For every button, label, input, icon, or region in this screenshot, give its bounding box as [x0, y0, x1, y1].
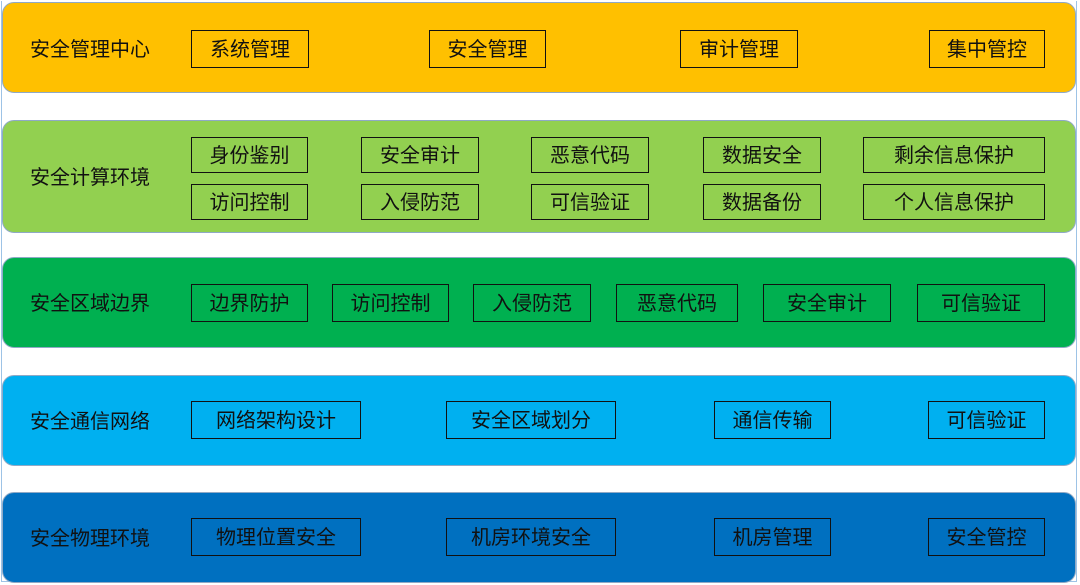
layer-security-communication-network: 安全通信网络 网络架构设计 安全区域划分 通信传输 可信验证 [2, 375, 1076, 466]
layer-security-management-center: 安全管理中心 系统管理 安全管理 审计管理 集中管控 [2, 2, 1076, 93]
item-intrusion-prevention: 入侵防范 [473, 284, 591, 322]
item-security-management: 安全管理 [429, 30, 546, 68]
layer-title: 安全计算环境 [30, 165, 150, 189]
item-personal-info-protection: 个人信息保护 [863, 184, 1045, 220]
item-trusted-verification: 可信验证 [928, 401, 1045, 439]
item-server-room-management: 机房管理 [714, 518, 831, 556]
item-network-architecture-design: 网络架构设计 [191, 401, 361, 439]
item-security-audit: 安全审计 [361, 137, 479, 173]
item-system-management: 系统管理 [191, 30, 309, 68]
layer-title: 安全物理环境 [30, 526, 150, 550]
item-boundary-protection: 边界防护 [191, 284, 308, 322]
item-security-audit: 安全审计 [763, 284, 891, 322]
item-data-security: 数据安全 [703, 137, 821, 173]
item-access-control: 访问控制 [332, 284, 449, 322]
item-server-room-environment-security: 机房环境安全 [446, 518, 616, 556]
item-trusted-verification: 可信验证 [531, 184, 649, 220]
item-data-backup: 数据备份 [703, 184, 821, 220]
item-malicious-code: 恶意代码 [531, 137, 649, 173]
layer-security-computing-environment: 安全计算环境 身份鉴别 安全审计 恶意代码 数据安全 剩余信息保护 访问控制 入… [2, 120, 1076, 233]
layer-security-physical-environment: 安全物理环境 物理位置安全 机房环境安全 机房管理 安全管控 [2, 492, 1076, 583]
item-communication-transmission: 通信传输 [714, 401, 831, 439]
item-intrusion-prevention: 入侵防范 [361, 184, 479, 220]
item-access-control: 访问控制 [191, 184, 308, 220]
item-identity-authentication: 身份鉴别 [191, 137, 308, 173]
item-centralized-control: 集中管控 [929, 30, 1045, 68]
layer-title: 安全通信网络 [30, 409, 150, 433]
item-security-zone-division: 安全区域划分 [446, 401, 616, 439]
layer-security-area-boundary: 安全区域边界 边界防护 访问控制 入侵防范 恶意代码 安全审计 可信验证 [2, 257, 1076, 348]
item-trusted-verification: 可信验证 [917, 284, 1045, 322]
layer-title: 安全管理中心 [30, 37, 150, 61]
item-residual-info-protection: 剩余信息保护 [863, 137, 1045, 173]
item-malicious-code: 恶意代码 [616, 284, 738, 322]
item-security-control: 安全管控 [928, 518, 1045, 556]
item-audit-management: 审计管理 [680, 30, 798, 68]
layer-title: 安全区域边界 [30, 291, 150, 315]
item-physical-location-security: 物理位置安全 [191, 518, 361, 556]
